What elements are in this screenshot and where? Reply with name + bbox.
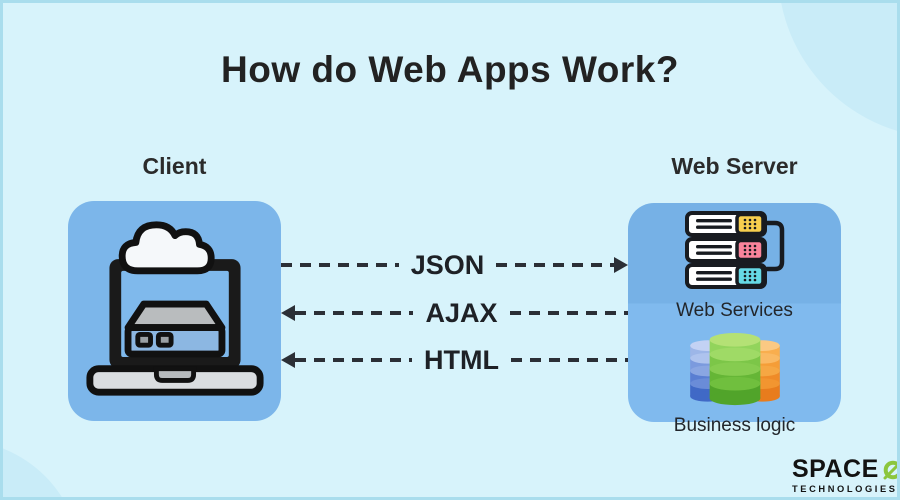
server-unit-yellow — [684, 211, 767, 237]
page-title: How do Web Apps Work? — [221, 49, 679, 90]
dashed-line — [281, 263, 399, 267]
spaceo-logo: SPACE TECHNOLOGIES — [792, 455, 898, 494]
server-rack-icon — [679, 211, 791, 298]
logo-wordmark: SPACE — [792, 455, 897, 483]
arrowhead-left-icon — [281, 305, 295, 321]
web-server-panel: Web Services — [628, 203, 841, 436]
dashed-line — [295, 311, 414, 315]
cloud-icon — [118, 220, 215, 274]
logo-subtitle: TECHNOLOGIES — [792, 484, 898, 494]
web-server-label: Web Server — [671, 153, 798, 179]
arrow-html-label: HTML — [424, 344, 499, 375]
arrow-ajax: AJAX — [281, 298, 628, 328]
business-logic-caption: Business logic — [673, 414, 796, 436]
arrow-html: HTML — [281, 344, 629, 375]
laptop-with-cloud-icon — [82, 218, 268, 405]
dashed-line — [496, 263, 614, 267]
dashed-line — [295, 358, 413, 362]
server-unit-cyan — [684, 263, 767, 289]
arrow-json: JSON — [281, 250, 628, 280]
o-slash-icon — [883, 460, 897, 479]
client-label: Client — [142, 153, 207, 179]
dashed-line — [509, 311, 628, 315]
device-button-1 — [134, 331, 153, 348]
web-services-caption: Web Services — [676, 300, 793, 321]
arrow-json-label: JSON — [410, 249, 485, 280]
arrow-ajax-label: AJAX — [425, 297, 498, 328]
arrowhead-right-icon — [614, 257, 628, 273]
device-top — [124, 300, 225, 331]
dashed-line — [511, 358, 629, 362]
laptop-notch — [153, 365, 196, 383]
database-cylinders-icon — [683, 332, 787, 413]
decorative-circle-bottom-left — [3, 440, 81, 497]
arrowhead-left-icon — [281, 352, 295, 368]
rack-bracket — [764, 220, 784, 272]
db-cylinder-green — [709, 332, 760, 405]
logo-brand-text: SPACE — [792, 455, 879, 483]
device-button-2 — [155, 331, 174, 348]
client-panel — [68, 201, 281, 421]
server-unit-pink — [684, 237, 767, 263]
